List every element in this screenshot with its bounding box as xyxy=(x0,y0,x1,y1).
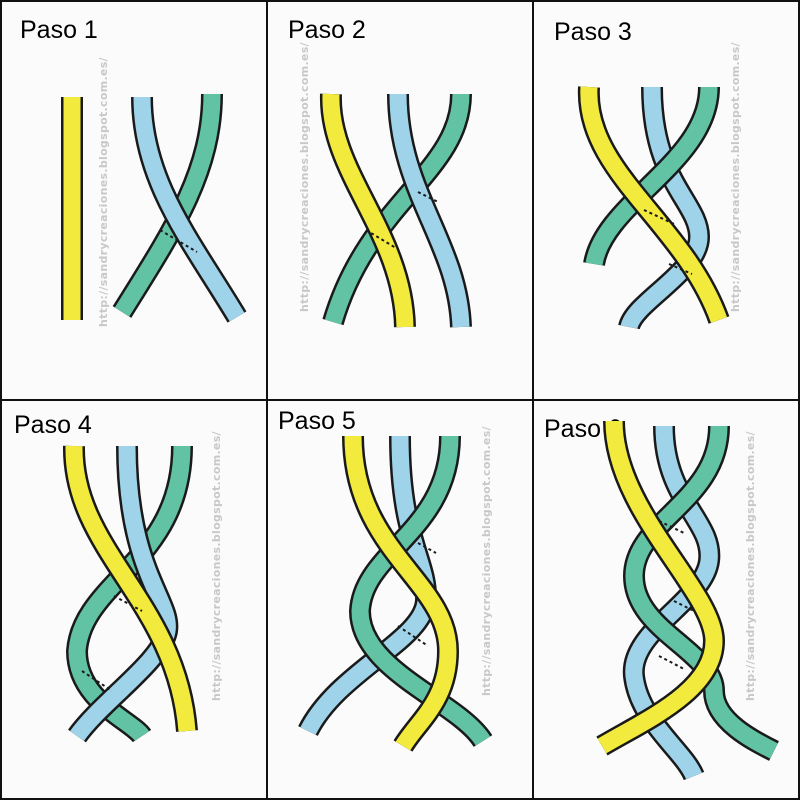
step-panel-2: Paso 2 http://sandrycreaciones.blogspot.… xyxy=(266,0,534,401)
watermark: http://sandrycreaciones.blogspot.com.es/ xyxy=(729,42,742,312)
step-panel-4: Paso 4 http://sandrycreaciones.blogspot.… xyxy=(0,399,268,800)
step-panel-1: Paso 1 http://sandrycreaciones.blogspot.… xyxy=(0,0,268,401)
braid-illustration xyxy=(2,2,268,401)
watermark: http://sandrycreaciones.blogspot.com.es/ xyxy=(744,431,757,701)
watermark: http://sandrycreaciones.blogspot.com.es/ xyxy=(480,426,493,696)
braid-illustration xyxy=(534,2,800,401)
braid-illustration xyxy=(268,401,534,800)
step-panel-5: Paso 5 http://sandrycreaciones.blogspot.… xyxy=(266,399,534,800)
step-panel-3: Paso 3 http://sandrycreaciones.blogspot.… xyxy=(532,0,800,401)
step-panel-6: Paso 6 http://sandrycreaciones.blogspot.… xyxy=(532,399,800,800)
braid-illustration xyxy=(2,401,268,800)
watermark: http://sandrycreaciones.blogspot.com.es/ xyxy=(210,431,223,701)
watermark: http://sandrycreaciones.blogspot.com.es/ xyxy=(298,42,311,312)
braid-illustration xyxy=(534,401,800,800)
watermark: http://sandrycreaciones.blogspot.com.es/ xyxy=(97,57,110,327)
